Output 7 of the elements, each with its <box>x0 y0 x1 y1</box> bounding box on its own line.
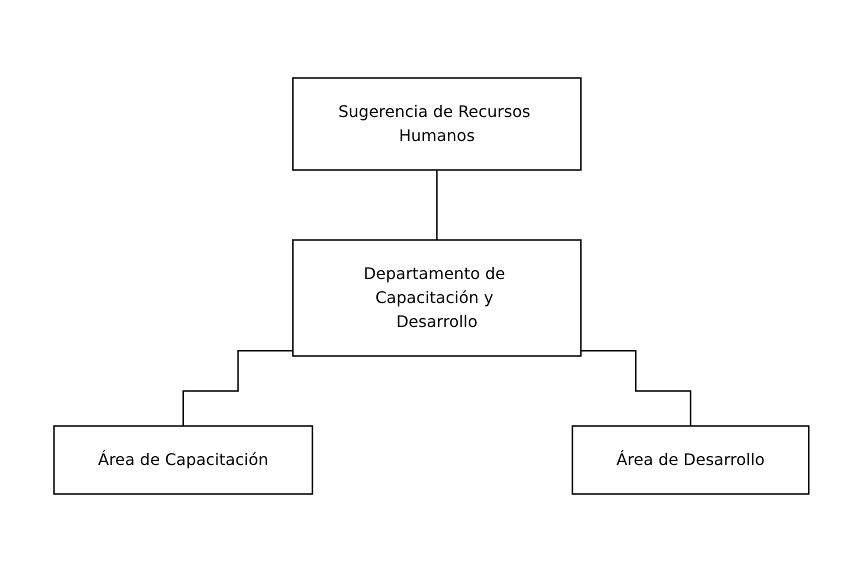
node-box: Sugerencia de Recursos Humanos <box>292 76 582 170</box>
connector <box>436 168 438 240</box>
connector <box>182 350 294 426</box>
connector <box>581 350 692 426</box>
node-box: Departamento de Capacitación y Desarrollo <box>292 238 582 356</box>
node-box: Área de Desarrollo <box>572 424 810 494</box>
node-box: Área de Capacitación <box>53 424 314 494</box>
